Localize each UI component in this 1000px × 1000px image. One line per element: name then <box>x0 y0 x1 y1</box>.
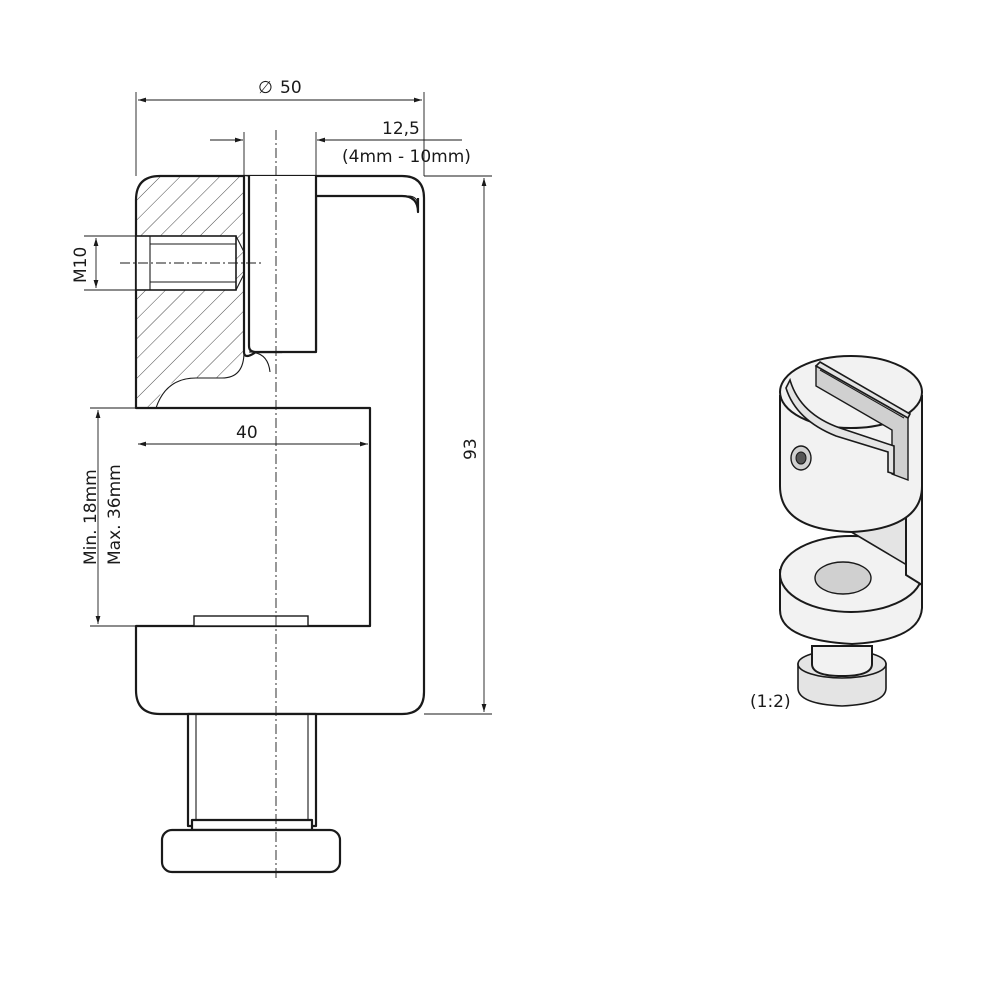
diameter-symbol: ∅ <box>258 78 273 98</box>
thread-label: M10 <box>71 247 91 283</box>
clamp-knob <box>160 828 342 874</box>
clamp-min-label: Min. 18mm <box>81 469 101 565</box>
glass-range-label: (4mm - 10mm) <box>342 147 471 167</box>
isometric-view: (1:2) <box>750 355 923 712</box>
diameter-label: 50 <box>280 78 302 98</box>
scale-label: (1:2) <box>750 692 791 712</box>
height-label: 93 <box>461 438 481 460</box>
section-view <box>120 130 426 880</box>
clamp-screw <box>186 712 318 828</box>
jaw-depth-label: 40 <box>236 423 258 443</box>
dimension-lines <box>84 92 492 715</box>
slot-width-label: 12,5 <box>382 119 420 139</box>
clamp-max-label: Max. 36mm <box>105 464 125 565</box>
pressure-pad <box>193 615 309 627</box>
dimension-labels: ∅ 50 12,5 (4mm - 10mm) M10 40 93 Min. 18… <box>71 78 481 565</box>
hatched-section <box>136 176 244 408</box>
